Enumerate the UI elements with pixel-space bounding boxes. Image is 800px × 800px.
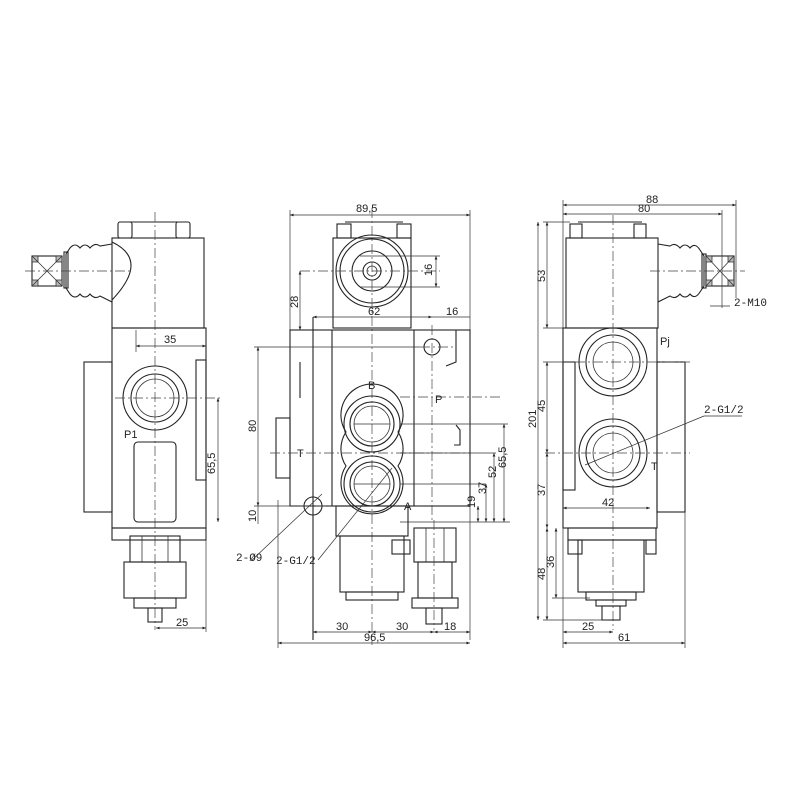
dim-45: 45 — [536, 400, 548, 412]
dim-80: 80 — [638, 203, 650, 215]
callout-ports-g1-2-right: 2-G1/2 — [704, 405, 744, 417]
dim-37: 37 — [477, 482, 489, 494]
dim-36: 36 — [545, 556, 557, 568]
port-label-t: T — [297, 448, 304, 460]
dim-80: 80 — [247, 420, 259, 432]
dim-30-right: 30 — [396, 621, 408, 633]
dim-25-right: 25 — [582, 621, 594, 633]
left-side-view: P1 35 65,5 25 — [25, 212, 220, 632]
dim-42: 42 — [602, 497, 614, 509]
dim-18: 18 — [444, 621, 456, 633]
connector-boot-icon — [31, 243, 113, 303]
dim-89-5: 89,5 — [356, 203, 377, 215]
port-label-b: B — [368, 380, 375, 392]
callout-thread-m10: 2-M10 — [734, 298, 767, 310]
port-label-pj: Pj — [660, 336, 670, 348]
dim-25: 25 — [176, 617, 188, 629]
dim-19: 19 — [466, 496, 478, 508]
dim-65-5: 65,5 — [206, 453, 218, 474]
dim-96-5: 96,5 — [364, 632, 385, 644]
dim-16-top: 16 — [423, 264, 435, 276]
front-view: 89,5 16 28 62 16 — [236, 203, 510, 648]
dim-10: 10 — [247, 510, 259, 522]
dim-65-5: 65,5 — [497, 447, 509, 468]
dim-52: 52 — [487, 466, 499, 478]
callout-ports-g1-2: 2-G1/2 — [276, 556, 316, 568]
dim-28: 28 — [289, 296, 301, 308]
port-label-p: P — [435, 394, 442, 406]
dim-35: 35 — [164, 334, 176, 346]
port-label-p1: P1 — [124, 429, 137, 441]
dim-48: 48 — [536, 568, 548, 580]
dim-30-left: 30 — [336, 621, 348, 633]
dim-201: 201 — [527, 410, 539, 428]
dim-61: 61 — [618, 632, 630, 644]
dim-62: 62 — [368, 306, 380, 318]
port-label-t-right: T — [651, 461, 658, 473]
dim-37: 37 — [536, 484, 548, 496]
connector-boot-icon-right — [657, 243, 735, 303]
callout-mounting-holes: 2-Ø9 — [236, 553, 262, 565]
dim-88: 88 — [646, 194, 658, 206]
dim-16-side: 16 — [446, 306, 458, 318]
right-side-view: 88 80 2-M10 53 Pj T 2-G1/2 201 45 — [527, 194, 767, 648]
